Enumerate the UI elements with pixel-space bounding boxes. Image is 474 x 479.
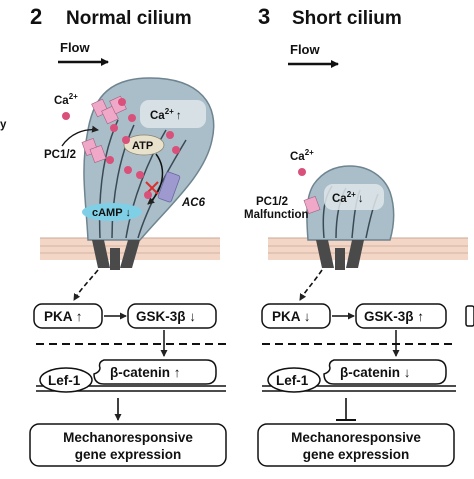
lef1-label: Lef-1 (48, 373, 81, 388)
atp-label: ATP (132, 140, 153, 152)
gsk-box (127, 303, 217, 329)
panel-title: Normal cilium (66, 8, 192, 29)
flow-label: Flow (60, 40, 90, 55)
gene-line-2: gene expression (75, 447, 182, 462)
gsk-label: GSK-3β ↑ (364, 309, 424, 324)
ca-inside-label: Ca2+↑ (150, 107, 182, 122)
pka-box (33, 303, 103, 329)
lef1-label: Lef-1 (276, 373, 309, 388)
bcat-node (323, 359, 447, 385)
ca-inside-box (140, 100, 206, 128)
basal-body-left (92, 240, 110, 268)
atp-node (123, 134, 165, 156)
ac6-protein (157, 171, 181, 203)
panel-normal: 2 Normal cilium Flow Ca2+↑ ATP (29, 4, 227, 467)
ca-dot (298, 168, 306, 176)
gene-line-1: Mechanoresponsive (63, 430, 193, 445)
atp-to-camp-arrow (147, 153, 164, 205)
panel-short: 3 Short cilium Flow Ca2+↓ Ca2+ PC1/2 Ma (244, 4, 468, 467)
right-edge-fragment (465, 305, 474, 327)
pka-label: PKA ↑ (44, 309, 83, 324)
basal-body-right (120, 240, 140, 268)
gene-box (257, 423, 455, 467)
pka-label: PKA ↓ (272, 309, 311, 324)
pc-arrow (61, 125, 99, 147)
panel-number: 2 (30, 4, 42, 29)
pc-channel (303, 195, 321, 215)
gsk-label: GSK-3β ↓ (136, 309, 196, 324)
ac6-label: AC6 (181, 197, 206, 209)
bcat-label: β-catenin ↑ (110, 365, 181, 380)
gene-line-2: gene expression (303, 447, 410, 462)
lef1-node (267, 367, 321, 393)
bcat-label: β-catenin ↓ (340, 365, 411, 380)
pc-label: PC1/2 (44, 149, 76, 161)
lef1-node (39, 367, 93, 393)
pc-label: PC1/2 (256, 196, 288, 208)
camp-node (82, 203, 142, 221)
basal-body-left (316, 240, 334, 268)
bcat-node (93, 359, 217, 385)
ca-inside-box (324, 184, 384, 210)
membrane (268, 238, 468, 260)
ca-inside-label: Ca2+↓ (332, 190, 364, 205)
basal-body-right (346, 240, 364, 268)
gene-line-1: Mechanoresponsive (291, 430, 421, 445)
signal-dashed-arrow (73, 269, 99, 301)
flow-label: Flow (290, 42, 320, 57)
ca-outside-label: Ca2+ (290, 148, 314, 163)
signal-dashed-arrow (299, 269, 323, 301)
pc-malfunction-label: Malfunction (244, 209, 309, 221)
gene-box (29, 423, 227, 467)
gsk-box (355, 303, 447, 329)
ca-outside-label: Ca2+ (54, 92, 78, 107)
pka-box (261, 303, 331, 329)
left-edge-fragment: y (0, 119, 7, 131)
ca-dot (62, 112, 70, 120)
camp-label: cAMP ↓ (92, 207, 131, 219)
panel-title: Short cilium (292, 8, 402, 29)
panel-number: 3 (258, 4, 270, 29)
